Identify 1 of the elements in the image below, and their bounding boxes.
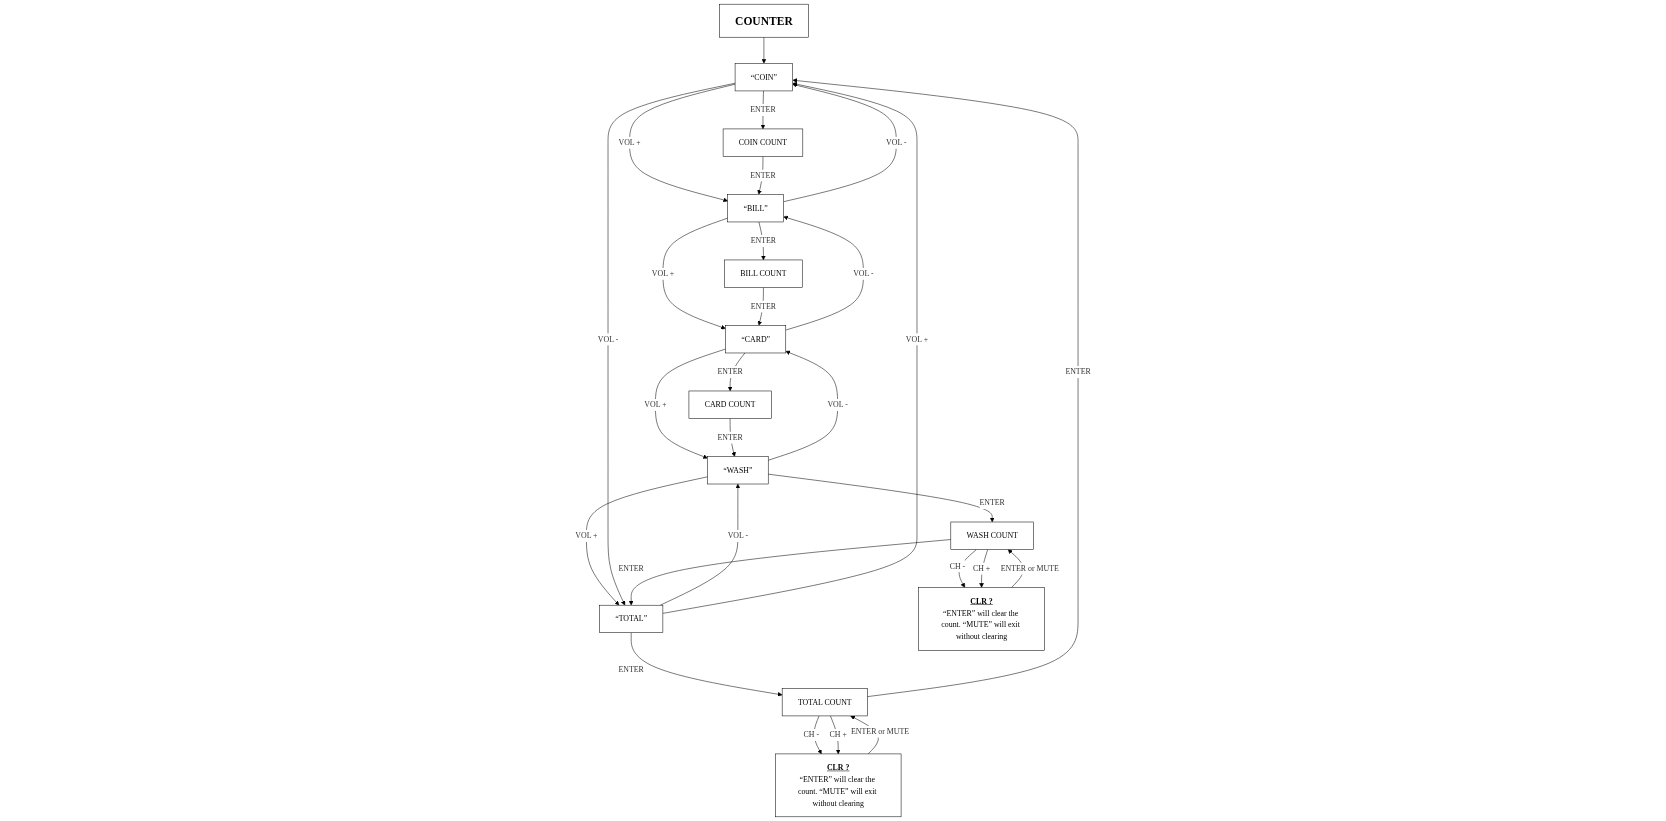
node-box: COUNTER [719, 3, 809, 38]
